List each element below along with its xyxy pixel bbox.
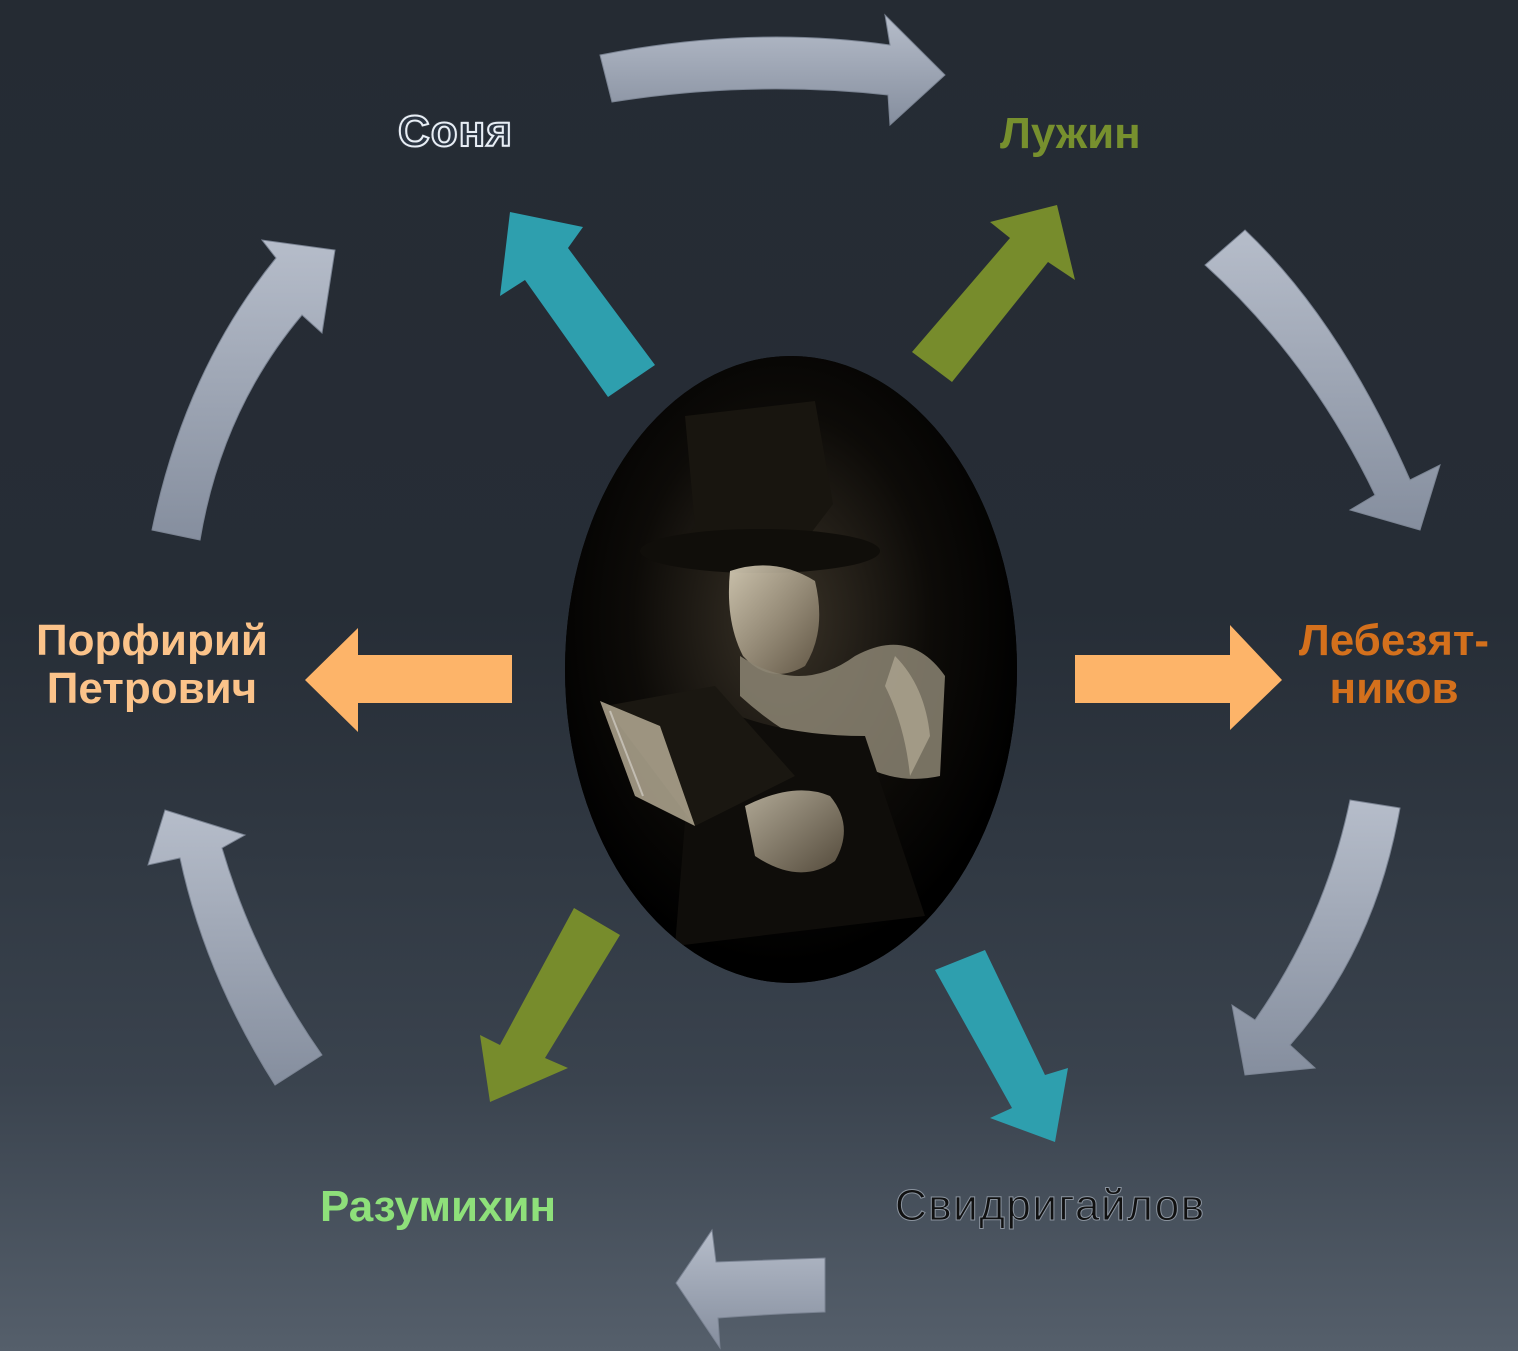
label-porfiry-line1: Порфирий xyxy=(36,616,268,665)
arrow-svidrigailov-to-razumikhin xyxy=(675,1228,826,1350)
label-porfiry: Порфирий Петрович xyxy=(6,617,298,713)
radial-arrows xyxy=(305,205,1282,1142)
label-svidrigailov: Свидригайлов xyxy=(895,1181,1206,1230)
cycle-arrows xyxy=(147,13,1441,1350)
arrow-luzhin-to-lebeziatnikov xyxy=(1204,229,1441,531)
label-sonya: Соня xyxy=(397,107,513,157)
arrow-to-lebeziatnikov xyxy=(1075,625,1282,730)
label-lebeziatnikov: Лебезят- ников xyxy=(1278,617,1510,713)
label-lebeziatnikov-line1: Лебезят- xyxy=(1298,616,1490,665)
arrow-razumikhin-to-porfiry xyxy=(147,809,323,1086)
arrow-to-porfiry xyxy=(305,628,512,732)
center-portrait xyxy=(565,356,1017,983)
label-luzhin: Лужин xyxy=(1000,109,1141,158)
label-lebeziatnikov-line2: ников xyxy=(1329,664,1459,713)
arrow-to-sonya xyxy=(500,212,655,397)
arrow-lebeziatnikov-to-svidrigailov xyxy=(1231,799,1401,1076)
arrow-sonya-to-luzhin xyxy=(599,13,946,127)
label-porfiry-line2: Петрович xyxy=(46,664,258,713)
arrow-to-luzhin xyxy=(912,205,1075,382)
label-razumikhin: Разумихин xyxy=(320,1182,557,1231)
portrait-image xyxy=(565,356,1017,983)
arrow-porfiry-to-sonya xyxy=(151,239,336,541)
arrow-to-razumikhin xyxy=(480,908,620,1102)
arrow-to-svidrigailov xyxy=(935,950,1068,1142)
